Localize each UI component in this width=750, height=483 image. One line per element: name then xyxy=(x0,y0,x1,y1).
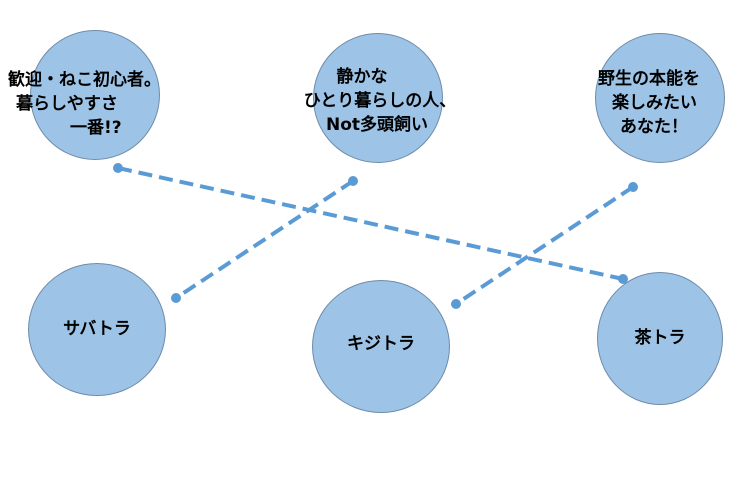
node-kiji-circle xyxy=(312,280,450,413)
node-beginner-line-2: 暮らしやすさ xyxy=(16,94,118,114)
connector-endpoint xyxy=(628,182,638,192)
node-saba-label: サバトラ xyxy=(63,319,131,339)
node-wild-line-3: あなた！ xyxy=(620,117,688,137)
node-wild-line-2: 楽しみたい xyxy=(612,93,697,113)
node-cha-circle xyxy=(597,272,723,405)
node-quiet-line-1: 静かな xyxy=(336,67,388,87)
node-beginner-circle xyxy=(30,30,160,160)
node-saba-circle xyxy=(28,263,166,396)
connector-beginner-to-cha xyxy=(117,166,624,281)
node-beginner-line-1: 歓迎・ねこ初心者。 xyxy=(8,70,161,90)
connector-endpoint xyxy=(451,299,461,309)
node-quiet-circle xyxy=(313,33,443,163)
connector-quiet-to-saba xyxy=(174,179,355,300)
node-kiji-label: キジトラ xyxy=(347,334,415,354)
connector-endpoint xyxy=(113,163,123,173)
connector-endpoint xyxy=(348,176,358,186)
node-quiet-line-3: Not多頭飼い xyxy=(325,115,429,135)
node-beginner-line-3: 一番!? xyxy=(70,118,122,138)
connector-endpoint xyxy=(171,293,181,303)
connector-wild-to-kiji xyxy=(454,185,635,306)
node-quiet-line-2: ひとり暮らしの人、 xyxy=(303,91,457,111)
node-wild-circle xyxy=(595,33,725,163)
node-beginner-label: 歓迎・ねこ初心者。 暮らしやすさ 一番!? xyxy=(8,68,208,140)
node-cha-label: 茶トラ xyxy=(634,328,686,348)
node-wild-line-1: 野生の本能を xyxy=(598,69,700,89)
node-wild-label: 野生の本能を 楽しみたい あなた！ xyxy=(598,67,738,139)
node-quiet-label: 静かな ひとり暮らしの人、 Not多頭飼い xyxy=(285,65,475,137)
